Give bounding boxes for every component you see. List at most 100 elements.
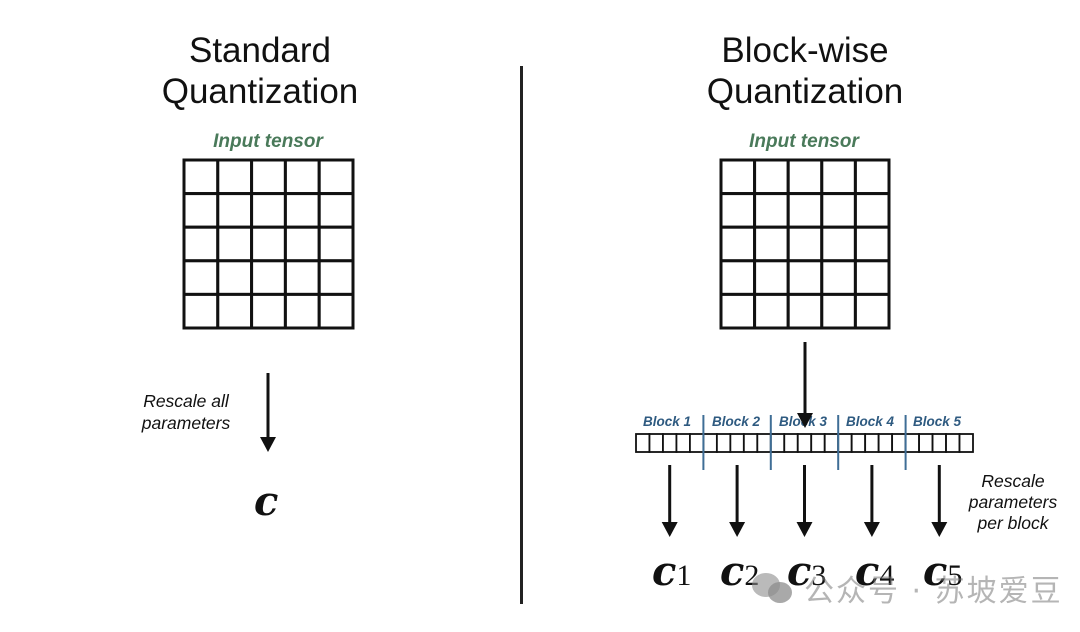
tensor-cell (820, 292, 857, 330)
bar-cell (904, 433, 920, 453)
arrows (260, 342, 948, 537)
bar-cell (823, 433, 840, 453)
right-title-line1: Block-wise (721, 31, 889, 70)
left-note-line2: parameters (141, 413, 231, 433)
bar-cell (850, 433, 867, 453)
watermark-text: 公众号 · 苏坡爱豆 (804, 574, 1063, 609)
block-label-4: Block 4 (846, 414, 895, 429)
tensor-cell (820, 192, 857, 229)
bar-cell (635, 433, 651, 453)
block-bar (635, 415, 974, 470)
left-title-line2: Quantization (161, 72, 359, 111)
left-constant-c: c (254, 478, 279, 525)
tensor-cell (820, 225, 857, 263)
tensor-cell (719, 158, 757, 196)
bar-cell (958, 433, 974, 453)
tensor-cell (719, 225, 757, 263)
tensor-cell (786, 225, 824, 263)
tensor-cell (216, 292, 254, 330)
tensor-cell (853, 259, 891, 296)
block-label-2: Block 2 (712, 414, 761, 429)
tensor-cell (317, 259, 355, 296)
constant-c: c (720, 548, 745, 595)
constant-c: c (923, 548, 948, 595)
tensor-cell (250, 259, 287, 296)
bar-cell (742, 433, 759, 453)
block-2-arrow-head (729, 522, 746, 537)
constant-subscript: 1 (676, 559, 692, 592)
bar-cell (783, 433, 799, 453)
bar-cell (918, 433, 934, 453)
tensor-cell (719, 192, 757, 229)
tensor-cell (283, 292, 321, 330)
right-note-line1: Rescale (981, 471, 1045, 491)
left-title-line1: Standard (188, 31, 332, 70)
tensor-cell (317, 192, 355, 229)
constant-subscript: 5 (947, 559, 963, 592)
tensor-cell (786, 192, 824, 229)
tensor-cell (250, 225, 287, 263)
tensor-cell (283, 259, 321, 296)
block-constant-4: c4 (855, 548, 894, 595)
tensor-cell (853, 192, 891, 229)
bar-cell (648, 433, 664, 453)
bar-cell (756, 433, 772, 453)
tensor-cell (853, 225, 891, 263)
tensor-cell (317, 158, 355, 196)
tensor-cell (317, 225, 355, 263)
tensor-cell (753, 259, 790, 296)
tensor-cell (250, 192, 287, 229)
constant-c: c (787, 548, 812, 595)
panel-divider (520, 66, 523, 604)
bar-cell (769, 433, 786, 453)
block-5-arrow-head (931, 522, 948, 537)
bar-cell (715, 433, 732, 453)
left-rescale-arrow-head (260, 437, 276, 452)
tensor-cell (753, 225, 790, 263)
right-rescale-note: Rescale parameters per block (958, 471, 1068, 534)
tensor-cell (820, 158, 857, 196)
right-input-tensor-grid (719, 158, 891, 330)
tensor-cell (250, 292, 287, 330)
bar-cell (796, 433, 813, 453)
tensor-cell (182, 225, 220, 263)
tensor-cell (283, 225, 321, 263)
tensor-cell (719, 292, 757, 330)
tensor-cell (182, 192, 220, 229)
tensor-cell (753, 158, 790, 196)
tensor-cell (216, 158, 254, 196)
tensor-cell (820, 259, 857, 296)
tensor-cell (753, 292, 790, 330)
tensor-cell (786, 292, 824, 330)
tensor-cell (250, 158, 287, 196)
left-tensor-label: Input tensor (213, 131, 323, 152)
bar-cell (864, 433, 880, 453)
tensor-cell (283, 158, 321, 196)
tensor-cell (719, 259, 757, 296)
right-title: Block-wise Quantization (675, 30, 935, 112)
tensor-cell (216, 225, 254, 263)
tensor-cell (182, 292, 220, 330)
bar-cell (877, 433, 894, 453)
bar-cell (810, 433, 826, 453)
bar-cell (675, 433, 691, 453)
tensor-cell (283, 192, 321, 229)
right-note-line2: parameters (968, 492, 1058, 512)
bar-cell (702, 433, 718, 453)
left-rescale-note: Rescale all parameters (116, 390, 256, 434)
tensor-cell (753, 192, 790, 229)
tensor-cell (216, 259, 254, 296)
constant-subscript: 3 (811, 559, 827, 592)
tensor-cell (853, 158, 891, 196)
block-constant-1: c1 (652, 548, 691, 595)
left-input-tensor-grid (182, 158, 355, 330)
bar-cell (689, 433, 705, 453)
constant-subscript: 4 (879, 559, 895, 592)
wechat-icon (752, 571, 798, 605)
right-title-line2: Quantization (706, 72, 904, 111)
tensor-cell (786, 259, 824, 296)
tensor-cell (317, 292, 355, 330)
block-constant-5: c5 (923, 548, 962, 595)
tensor-cell (182, 259, 220, 296)
